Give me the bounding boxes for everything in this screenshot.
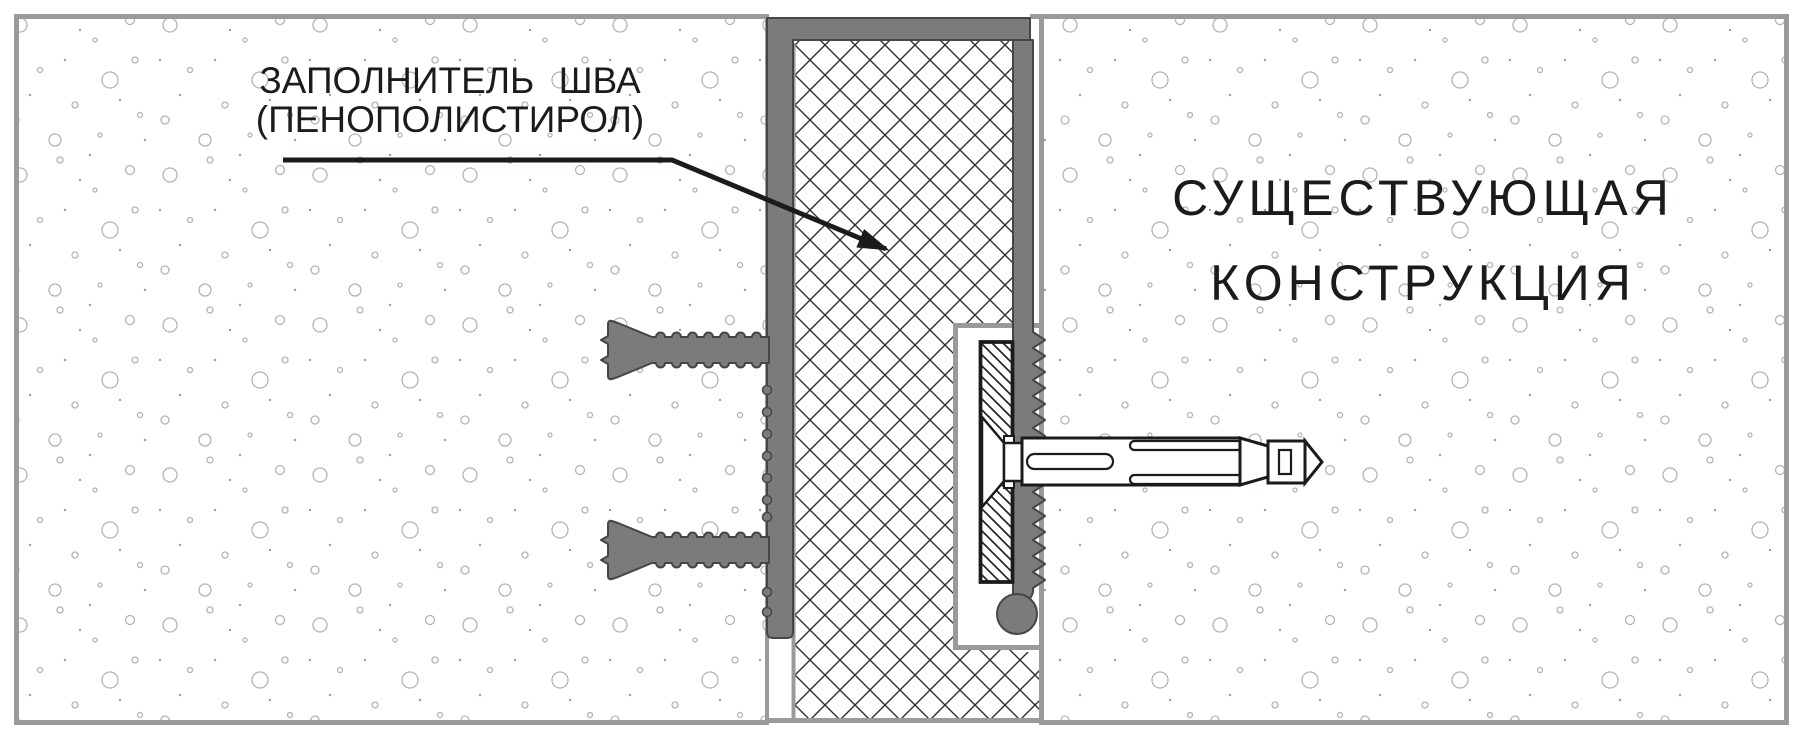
anchor-plate (978, 340, 1024, 584)
anchor-bolt (1020, 436, 1324, 488)
existing-structure-label: СУЩЕСТВУЮЩАЯ КОНСТРУКЦИЯ (1118, 156, 1728, 326)
anchor-cone-tip (1303, 436, 1324, 488)
joint-filler-label-line2: (ПЕНОПОЛИСТИРОЛ) (255, 99, 645, 140)
right-concrete-block (1039, 14, 1789, 725)
left-concrete-block (14, 14, 770, 725)
existing-structure-label-line1: СУЩЕСТВУЮЩАЯ (1172, 170, 1674, 226)
fixing-screw-bottom (600, 519, 770, 581)
anchor-wedge (1238, 436, 1270, 487)
leader-arrow (283, 157, 890, 252)
screw-head (1002, 441, 1024, 483)
joint-filler-label: ЗАПОЛНИТЕЛЬ ШВА (ПЕНОПОЛИСТИРОЛ) (247, 61, 653, 139)
profile-ribs (761, 384, 773, 618)
existing-structure-label-line2: КОНСТРУКЦИЯ (1210, 255, 1636, 311)
anchor-collar-inset (1277, 448, 1293, 476)
anchor-inner-shaft (1025, 452, 1115, 471)
profile-frame (766, 17, 1031, 639)
fixing-screw-top (600, 319, 770, 381)
profile-bulb-end (996, 593, 1038, 635)
joint-filler-label-line1: ЗАПОЛНИТЕЛЬ ШВА (259, 60, 641, 101)
